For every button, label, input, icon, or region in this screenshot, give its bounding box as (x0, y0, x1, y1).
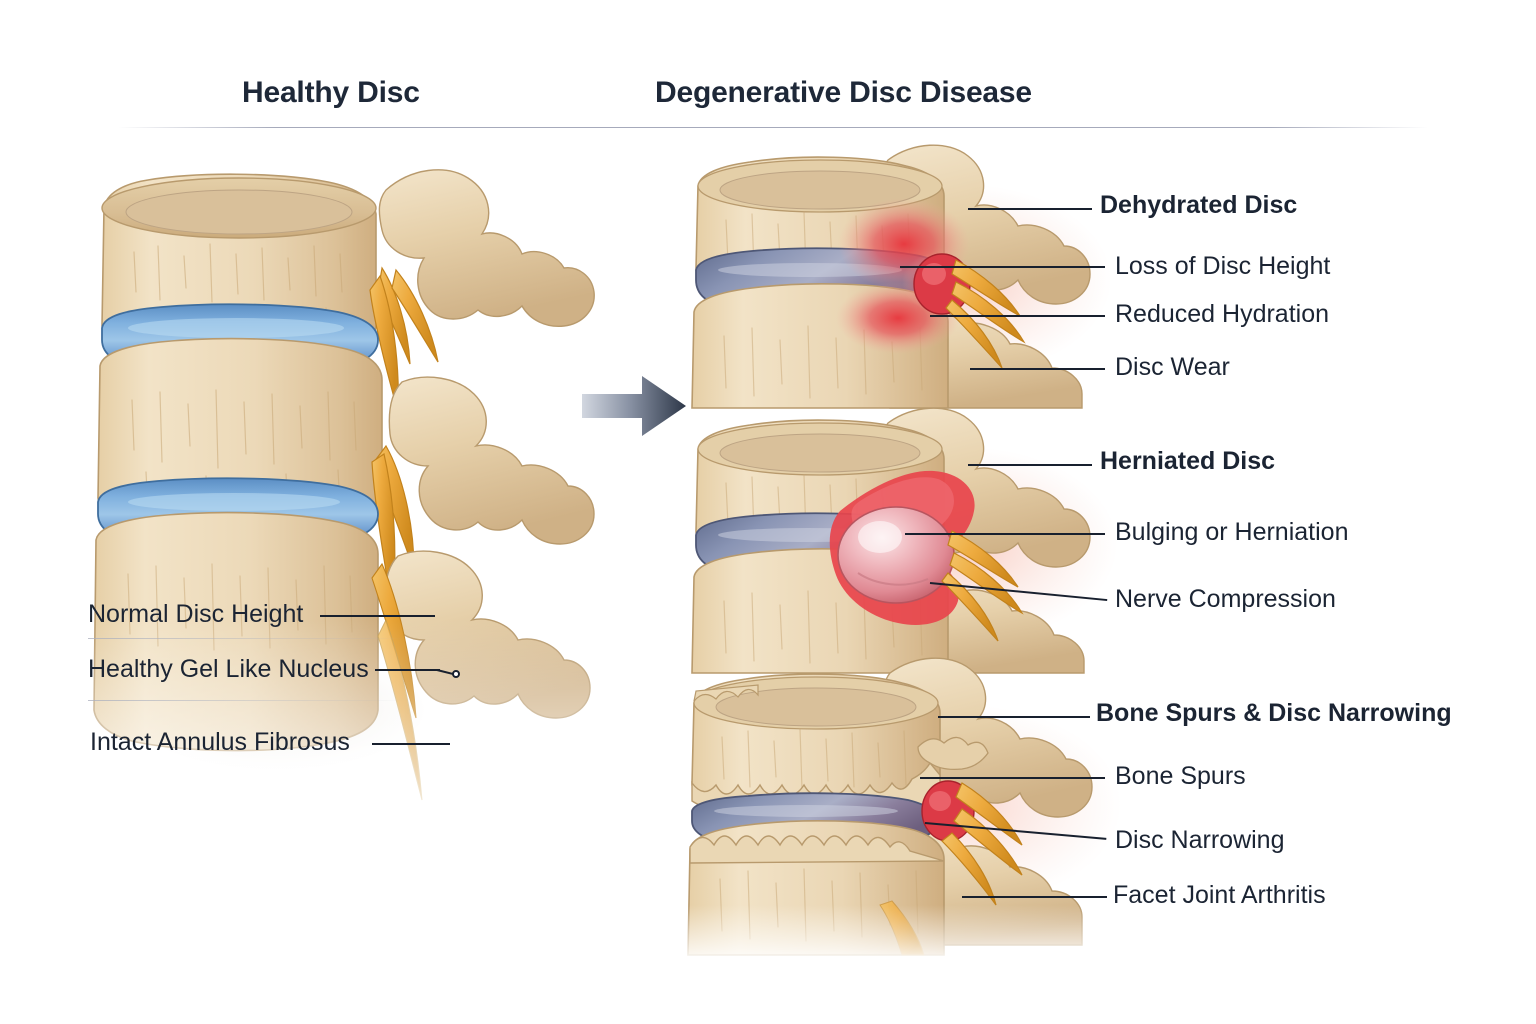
label-bulging-or-herniation: Bulging or Herniation (1115, 518, 1349, 546)
leader-facet-joint-arthritis (962, 896, 1107, 898)
bone-spurs-illustration (660, 655, 1140, 965)
leader-dehydrated-disc (968, 208, 1092, 210)
label-healthy-gel-like-nucleus: Healthy Gel Like Nucleus (88, 655, 369, 683)
leader-bone-spurs (920, 777, 1105, 779)
leader-reduced-hydration (930, 315, 1105, 317)
section-title-herniated-disc: Herniated Disc (1100, 447, 1276, 475)
leader-loss-of-disc-height (900, 266, 1105, 268)
page-title-degenerative: Degenerative Disc Disease (655, 76, 1032, 109)
leader-bone-spurs-title (938, 716, 1090, 718)
label-loss-of-disc-height: Loss of Disc Height (1115, 252, 1331, 280)
label-reduced-hydration: Reduced Hydration (1115, 300, 1330, 328)
leader-bulging-or-herniation (905, 533, 1105, 535)
leader-endpoint-dot (452, 670, 460, 678)
label-facet-joint-arthritis: Facet Joint Arthritis (1113, 881, 1326, 909)
section-title-bone-spurs: Bone Spurs & Disc Narrowing (1096, 699, 1452, 727)
leader-normal-disc-height (320, 615, 435, 617)
healthy-spine-illustration (66, 150, 626, 950)
label-underline-2 (88, 700, 408, 701)
nerve-root-1 (369, 266, 439, 413)
label-disc-narrowing: Disc Narrowing (1115, 826, 1285, 854)
leader-herniated-disc (968, 464, 1092, 466)
leader-intact-annulus (372, 743, 450, 745)
label-disc-wear: Disc Wear (1115, 353, 1230, 381)
label-underline-1 (88, 638, 408, 639)
label-intact-annulus-fibrosus: Intact Annulus Fibrosus (90, 728, 350, 756)
herniated-disc-illustration (690, 405, 1118, 675)
label-bone-spurs: Bone Spurs (1115, 762, 1246, 790)
page-title-healthy: Healthy Disc (242, 76, 420, 109)
leader-disc-wear (970, 368, 1105, 370)
label-nerve-compression: Nerve Compression (1115, 585, 1336, 613)
leader-healthy-nucleus (375, 669, 440, 671)
header-divider (118, 127, 1428, 128)
label-normal-disc-height: Normal Disc Height (88, 600, 304, 628)
right-arrow-icon (582, 376, 686, 436)
section-title-dehydrated-disc: Dehydrated Disc (1100, 191, 1298, 219)
